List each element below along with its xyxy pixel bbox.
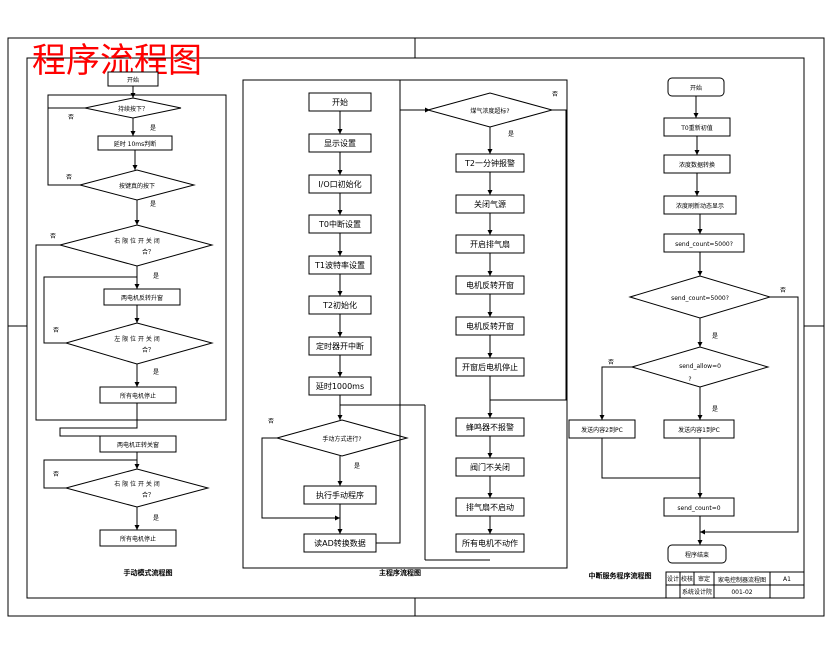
left-stop2-box [99,529,177,547]
left-decision-right-limit-2 [64,468,210,508]
right-start-text: 开始 [690,84,702,92]
left-decision-held-text: 持续按下？ [118,105,148,113]
left-no-5: 否 [53,471,59,478]
right-s4-box [663,233,745,253]
mid-readad-text: 读AD转换数据 [314,538,366,548]
tb-c1: 设计 [667,575,679,583]
left-decision-right-limit-2-text2: 合？ [142,491,154,499]
tb-c2: 校核 [681,575,693,583]
mid-s6-text: 定时器开中断 [316,341,364,351]
title-block: 设计 校核 审定 家电控制器流程图 A1 系统设计院 001-02 [665,571,805,599]
tb-num: 001-02 [731,589,752,596]
mid-start-text: 开始 [332,97,348,107]
right-decision-allow-text: send_allow=0 [679,363,721,370]
mid-b2-text: 阀门不关闭 [470,462,510,472]
left-yes-5: 是 [153,515,159,522]
left-decision-right-limit-2-text: 右 限 位 开 关 闭 [114,480,160,488]
right-end-text: 程序结束 [685,551,709,559]
mid-manual-text: 执行手动程序 [316,490,364,500]
left-yes-1: 是 [150,125,156,132]
mid-yes-2: 是 [508,131,514,138]
mid-a4-text: 电机反转开窗 [466,280,514,290]
left-decision-held [84,97,182,119]
left-caption: 手动模式流程图 [124,568,173,577]
main-program-flowchart: 开始 显示设置 I/O口初始化 T0中断设置 T1波特率设置 T2初始化 定时器… [242,79,568,577]
right-s5-text: send_count=0 [677,505,720,512]
left-delay-text: 延时 10ms判断 [114,140,157,148]
mid-decision-manual-text: 手动方式进行? [322,435,361,443]
right-yes-2: 是 [712,406,718,413]
mid-b3-text: 排气扇不启动 [466,502,514,512]
mid-a2-text: 关闭气源 [474,199,506,209]
mid-decision-gas-text: 煤气浓度超标? [470,107,509,115]
mid-no-1: 否 [268,418,274,425]
right-p1-text: 发送内容2到PC [581,426,623,434]
right-p2-box [663,419,735,439]
mid-no-2: 否 [552,91,558,98]
right-s5-box [663,497,735,517]
left-decision-left-limit [64,322,214,365]
left-no-4: 否 [53,327,59,334]
right-s2-text: 浓度数据转换 [679,161,715,169]
mid-s2-text: I/O口初始化 [318,179,361,189]
mid-decision-manual [275,419,409,457]
mid-a6-text: 开窗后电机停止 [462,362,518,372]
outer-frame [7,37,825,617]
mid-yes-1: 是 [354,463,360,470]
mid-b4-text: 所有电机不动作 [462,538,518,548]
mid-s5-text: T2初始化 [322,300,357,310]
left-decision-right-limit [58,224,214,267]
right-decision-allow [630,346,770,388]
left-motors-lift-text: 两电机反转升窗 [121,294,163,302]
right-no-1: 否 [780,287,786,294]
left-stop1-text: 所有电机停止 [120,392,156,400]
left-decision-left-limit-text2: 合？ [142,346,154,354]
right-p2-text: 发送内容1到PC [678,426,720,434]
right-s4-text: send_count=5000? [675,241,733,248]
manual-mode-flowchart: 开始 持续按下？ 延时 10ms判断 按键真的按下 右 限 位 开 关 闭 合？… [35,71,227,577]
right-yes-1: 是 [712,333,718,340]
mid-s3-text: T0中断设置 [318,219,361,229]
left-decision-left-limit-text: 左 限 位 开 关 闭 [114,335,160,343]
left-motors-close-text: 两电机正转关窗 [117,441,159,449]
left-stop2-text: 所有电机停止 [120,535,156,543]
right-s3-text: 浓度刷新动态显示 [676,202,724,210]
left-no-2: 否 [66,174,72,181]
left-decision-pressed-text: 按键真的按下 [119,182,155,190]
right-s1-text: T0重新初值 [680,124,712,132]
mid-b1-text: 蜂鸣器不报警 [466,422,514,432]
mid-a3-text: 开启排气扇 [470,239,510,249]
left-motors-close-box [99,435,177,453]
tb-c3: 审定 [698,575,710,583]
interrupt-flowchart: 开始 T0重新初值 浓度数据转换 浓度刷新动态显示 send_count=500… [568,77,799,580]
tb-name: 家电控制器流程图 [718,576,766,584]
left-yes-2: 是 [150,201,156,208]
left-decision-pressed [78,169,196,201]
mid-a5-text: 电机反转开窗 [466,321,514,331]
right-decision-allow-text2: ? [688,376,691,383]
mid-s4-text: T1波特率设置 [314,260,365,270]
left-decision-right-limit-text2: 合？ [142,248,154,256]
mid-a1-text: T2一分钟报警 [464,158,515,168]
right-caption: 中断服务程序流程图 [589,571,652,580]
mid-caption: 主程序流程图 [379,568,421,577]
left-yes-3: 是 [153,273,159,280]
right-no-2: 否 [608,359,614,366]
left-decision-right-limit-text: 右 限 位 开 关 闭 [114,237,160,245]
left-motors-lift-box [103,288,181,306]
main-frame [242,79,568,569]
right-decision-count-text: send_count=5000? [671,295,729,302]
left-no-3: 否 [50,233,56,240]
tb-dept: 系统设计院 [682,588,712,596]
mid-s1-text: 显示设置 [324,138,356,148]
mid-s7-text: 延时1000ms [316,381,364,391]
right-end-box [667,544,727,564]
left-stop1-box [99,386,177,404]
left-yes-4: 是 [153,369,159,376]
tb-sheet: A1 [783,576,791,583]
left-start-text: 开始 [127,76,139,84]
left-no-1: 否 [68,114,74,121]
